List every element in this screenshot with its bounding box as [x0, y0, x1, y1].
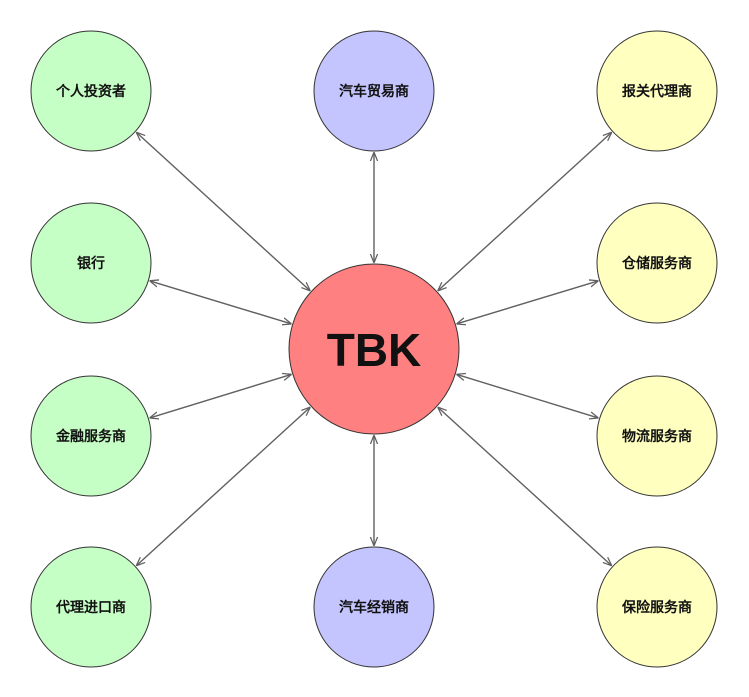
node-circle-customs-broker: [596, 30, 718, 152]
node-label-warehouse-service: 仓储服务商: [621, 255, 692, 272]
node-insurance-service: 保险服务商: [596, 546, 718, 668]
node-label-logistics-service: 物流服务商: [622, 428, 692, 445]
edge-import-agent: [137, 408, 310, 566]
center-node-circle: [288, 263, 460, 435]
edge-financial-service-provider: [150, 375, 291, 418]
node-label-individual-investor: 个人投资者: [55, 83, 126, 100]
node-circle-insurance-service: [596, 546, 718, 668]
edge-insurance-service: [438, 408, 611, 566]
edge-customs-broker: [438, 133, 611, 291]
node-circle-auto-trader: [313, 30, 435, 152]
center-node: TBK: [288, 263, 460, 435]
node-circle-bank: [30, 202, 152, 324]
node-import-agent: 代理进口商: [30, 546, 152, 668]
node-label-bank: 银行: [77, 255, 105, 272]
center-node-label: TBK: [327, 324, 422, 376]
node-circle-import-agent: [30, 546, 152, 668]
node-label-financial-service-provider: 金融服务商: [55, 428, 126, 445]
node-circle-financial-service-provider: [30, 375, 152, 497]
node-auto-trader: 汽车贸易商: [313, 30, 435, 152]
node-label-auto-trader: 汽车贸易商: [339, 83, 409, 100]
edge-logistics-service: [457, 375, 598, 418]
node-individual-investor: 个人投资者: [30, 30, 152, 152]
node-bank: 银行: [30, 202, 152, 324]
node-financial-service-provider: 金融服务商: [30, 375, 152, 497]
edge-bank: [150, 281, 290, 324]
node-circle-warehouse-service: [596, 202, 718, 324]
node-circle-logistics-service: [596, 375, 718, 497]
node-logistics-service: 物流服务商: [596, 375, 718, 497]
node-customs-broker: 报关代理商: [596, 30, 718, 152]
node-label-customs-broker: 报关代理商: [622, 83, 692, 100]
node-circle-auto-dealer: [313, 546, 435, 668]
node-label-import-agent: 代理进口商: [55, 599, 126, 616]
node-circle-individual-investor: [30, 30, 152, 152]
node-label-insurance-service: 保险服务商: [621, 599, 692, 616]
node-label-auto-dealer: 汽车经销商: [339, 599, 409, 616]
edge-warehouse-service: [457, 281, 597, 324]
connection-edges: [137, 133, 611, 565]
node-warehouse-service: 仓储服务商: [596, 202, 718, 324]
edge-individual-investor: [137, 133, 310, 291]
node-auto-dealer: 汽车经销商: [313, 546, 435, 668]
